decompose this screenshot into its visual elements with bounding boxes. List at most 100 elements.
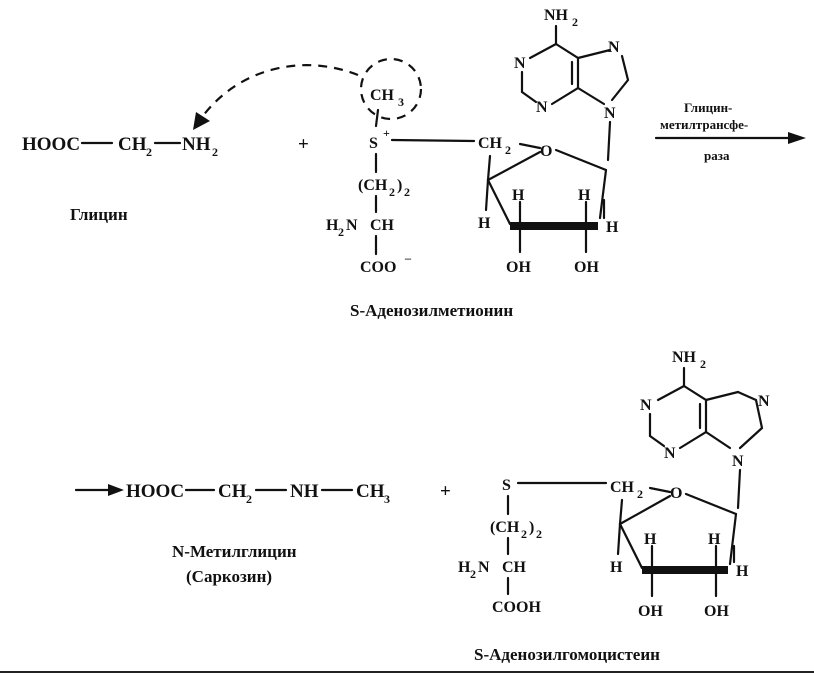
sam-ribose-ch2-sub: 2 [505, 143, 511, 157]
sah-chain-ch2-n: 2 [536, 527, 542, 541]
sarcosine-name: N-Метилглицин [172, 542, 297, 561]
sah-ribose-ch2-c4 [618, 498, 624, 526]
sam-s-ch2-bond [390, 138, 476, 143]
sah-chain-h2n-h: H [458, 559, 471, 576]
sam-ribose-h-mid1: H [512, 187, 525, 204]
sam-adenine-ring-a [550, 42, 580, 106]
sam-chain-ch: CH [370, 217, 395, 234]
sah-ribose-ch2-o-side [648, 486, 672, 494]
sah-adenine-n7: N [758, 393, 770, 410]
sam-ribose-c4-o [486, 150, 542, 182]
sam-adenine-n3: N [536, 99, 548, 116]
sam-ribose-h-right: H [606, 219, 619, 236]
sah-adenine-c2-n3 [648, 434, 666, 448]
sam-sulfur-charge: + [383, 126, 390, 140]
sah-name: S-Аденозилгомоцистеин [474, 645, 660, 664]
sam-chain-coo: COO [360, 259, 396, 276]
sam-adenine-n7: N [608, 39, 620, 56]
glycine-nh: NH [182, 134, 211, 155]
sam-methyl-s-bond [374, 108, 380, 128]
sah-sulfur: S [502, 477, 511, 494]
enzyme-label-line-1: Глицин- [684, 100, 732, 115]
sam-ribose-h-mid2: H [578, 187, 591, 204]
sam-methyl-sub: 3 [398, 95, 404, 109]
sam-ribose-c4-c3 [486, 178, 512, 226]
sam-chain-coo-charge: – [404, 251, 412, 265]
sah-adenine: NH 2 N N N N [640, 349, 770, 510]
plus-sign-2: + [440, 481, 451, 502]
sarcosine-alt-name: (Саркозин) [186, 567, 272, 586]
enzyme-label-line-2: метилтрансфе- [660, 117, 748, 132]
sam-adenine-glycosidic [606, 120, 612, 162]
sarcosine-hooc: HOOC [126, 481, 184, 502]
sam-ribose-h-left-bond [484, 178, 490, 212]
sah-ribose-h-mid2: H [708, 531, 721, 548]
sarcosine-ch3-sub: 3 [384, 492, 390, 506]
sarcosine-nh: NH [290, 481, 319, 502]
sah-ribose-ch2-sub: 2 [637, 487, 643, 501]
sah-ribose-h-mid1: H [644, 531, 657, 548]
sam-adenine-c2-n3 [520, 90, 538, 104]
sah-adenine-c4-n9 [704, 430, 732, 450]
sam-ribose-ch2: CH [478, 135, 503, 152]
sam-ribose-o-c1 [554, 148, 608, 172]
sam-ribose-o: O [540, 143, 552, 160]
sah-ribose-c1-c2 [728, 512, 738, 566]
sam-methyl: CH [370, 87, 395, 104]
sah-adenine-c5-n7 [704, 390, 740, 402]
methyl-group-circle [359, 57, 423, 121]
sam-ribose-ch2-c4 [486, 154, 492, 182]
sah-adenine-c6-n1 [656, 384, 686, 402]
glycine-ch: CH [118, 134, 147, 155]
sam-ribose-c1-c2 [598, 168, 608, 220]
sam-ribose-oh2: OH [574, 259, 599, 276]
sam-adenine-c8 [610, 54, 630, 102]
sah-chain-ch: CH [502, 559, 527, 576]
sarcosine-ch: CH [218, 481, 247, 502]
sam-ribose-h-left: H [478, 215, 491, 232]
sam-adenine-nh2: NH [544, 7, 569, 24]
sarcosine-ch-sub: 2 [246, 492, 252, 506]
sam-chain-ch2: (CH [358, 177, 388, 194]
sah-adenine-n3: N [664, 445, 676, 462]
sah-ribose-o: O [670, 485, 682, 502]
sam-chain-ch2-n: 2 [404, 185, 410, 199]
sah-chain-h2n-sub: 2 [470, 567, 476, 581]
sarcosine-formula: HOOC CH 2 NH CH 3 [126, 481, 390, 506]
sah-ribose-h-left-bond [616, 522, 622, 556]
sah-chain-ch2-close: ) [529, 519, 534, 536]
sah-ribose-oh1: OH [638, 603, 663, 620]
methyl-transfer-arrow [199, 64, 359, 121]
sam-ribose-oh1: OH [506, 259, 531, 276]
glycine-nh-sub: 2 [212, 145, 218, 159]
sah-adenine-ring-a [678, 384, 708, 450]
sah-ribose-oh2: OH [704, 603, 729, 620]
plus-sign-1: + [298, 134, 309, 155]
sam-chain-h2n-n: N [346, 217, 358, 234]
reaction-arrow-head [788, 132, 806, 144]
sam-adenine-c4-n9 [576, 86, 606, 106]
glycine-ch-sub: 2 [146, 145, 152, 159]
enzyme-label-line-3: раза [704, 148, 730, 163]
sah-adenine-nh2-sub: 2 [700, 357, 706, 371]
sah-ribose-h-left: H [610, 559, 623, 576]
sam-adenine: NH 2 N N N N [514, 7, 630, 162]
sah-chain-h2n-n: N [478, 559, 490, 576]
sah-adenine-c8 [736, 390, 764, 450]
sarcosine-ch3: CH [356, 481, 385, 502]
sah-ribose: CH 2 O H H H H OH OH [610, 479, 749, 620]
sah-ribose-ch2: CH [610, 479, 635, 496]
sah-adenine-n9: N [732, 453, 744, 470]
sah-chain-ch2: (CH [490, 519, 520, 536]
sam-adenine-nh2-sub: 2 [572, 15, 578, 29]
glycine-hooc: HOOC [22, 134, 80, 155]
sam-adenine-n1: N [514, 55, 526, 72]
sam-chain-ch2-sub: 2 [389, 185, 395, 199]
sah-ribose-o-c1 [684, 492, 738, 516]
sah-adenine-nh2: NH [672, 349, 697, 366]
sam-adenine-c5-n7 [576, 48, 612, 60]
sah-ribose-c4-o [618, 494, 672, 526]
sam-name: S-Аденозилметионин [350, 301, 513, 320]
sam-ribose-ch2-o-side [518, 142, 542, 150]
